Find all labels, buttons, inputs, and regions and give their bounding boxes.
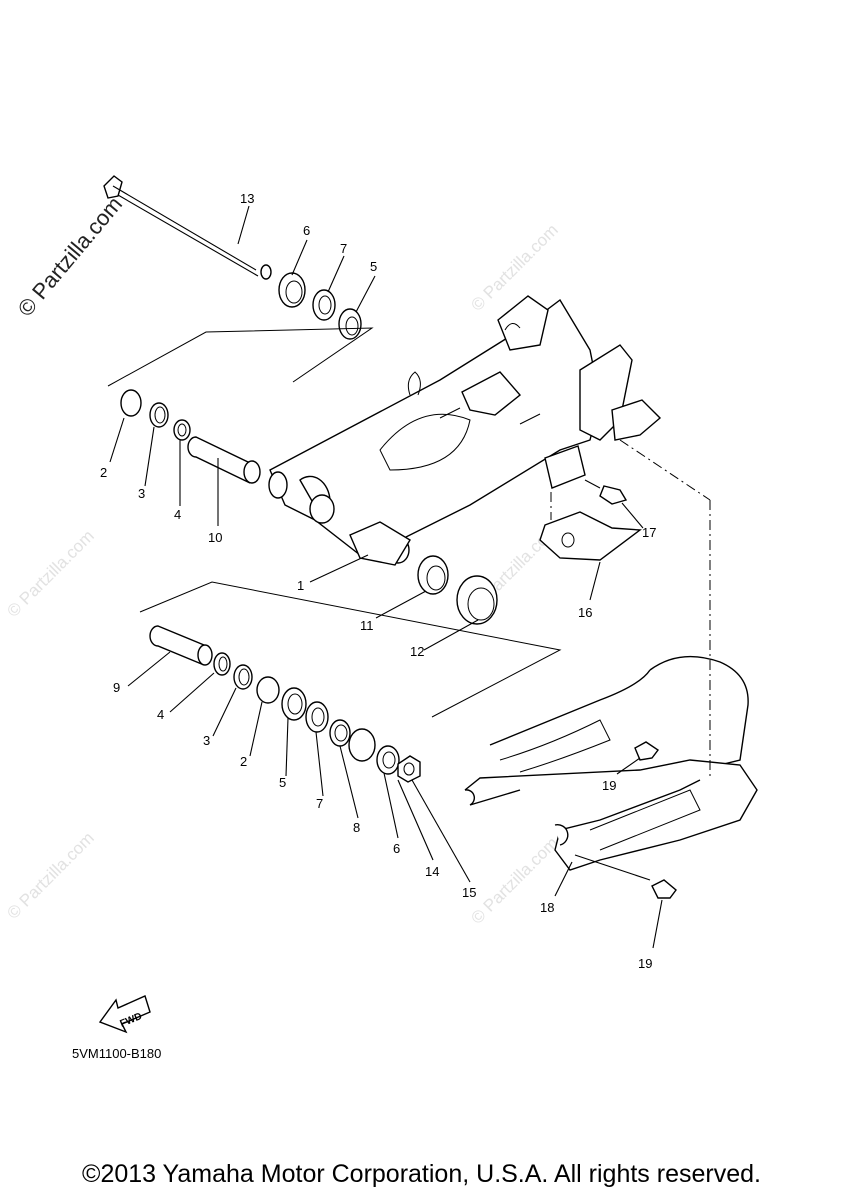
callout-5: 5 bbox=[370, 259, 377, 274]
callout-17: 17 bbox=[642, 525, 656, 540]
watermark-faint: © Partzilla.com bbox=[467, 220, 561, 314]
footrest-assembly bbox=[464, 439, 758, 899]
callout-6-lower: 6 bbox=[393, 841, 400, 856]
callout-labels: 13 6 7 5 2 3 4 10 1 11 12 16 17 9 4 3 2 … bbox=[100, 191, 656, 971]
callout-5-lower: 5 bbox=[279, 775, 286, 790]
callout-13: 13 bbox=[240, 191, 254, 206]
callout-4-lower: 4 bbox=[157, 707, 164, 722]
callout-8: 8 bbox=[353, 820, 360, 835]
lower-group-outline bbox=[139, 581, 562, 718]
pivot-shaft bbox=[103, 175, 272, 280]
callout-12: 12 bbox=[410, 644, 424, 659]
callout-3: 3 bbox=[138, 486, 145, 501]
diagram-code: 5VM1100-B180 bbox=[72, 1046, 161, 1061]
fwd-arrow: FWD bbox=[98, 995, 151, 1034]
upper-washers bbox=[278, 272, 362, 340]
watermark-faint: © Partzilla.com bbox=[3, 828, 97, 922]
swingarm bbox=[268, 295, 662, 566]
callout-19-upper: 19 bbox=[602, 778, 616, 793]
callout-2-lower: 2 bbox=[240, 754, 247, 769]
callout-16: 16 bbox=[578, 605, 592, 620]
callout-18: 18 bbox=[540, 900, 554, 915]
upper-group-outline bbox=[107, 327, 374, 387]
callout-7: 7 bbox=[340, 241, 347, 256]
chain-guide-bracket bbox=[539, 445, 642, 561]
callout-4: 4 bbox=[174, 507, 181, 522]
callout-1: 1 bbox=[297, 578, 304, 593]
callout-11: 11 bbox=[360, 618, 374, 633]
callout-6: 6 bbox=[303, 223, 310, 238]
callout-15: 15 bbox=[462, 885, 476, 900]
callout-19-lower: 19 bbox=[638, 956, 652, 971]
callout-14: 14 bbox=[425, 864, 439, 879]
watermark-main: © Partzilla.com bbox=[13, 192, 127, 322]
callout-9: 9 bbox=[113, 680, 120, 695]
leader-lines bbox=[109, 205, 663, 949]
upper-bearings bbox=[120, 389, 261, 484]
watermark-faint: © Partzilla.com bbox=[3, 526, 97, 620]
callout-7-lower: 7 bbox=[316, 796, 323, 811]
callout-2: 2 bbox=[100, 465, 107, 480]
callout-10: 10 bbox=[208, 530, 222, 545]
callout-3-lower: 3 bbox=[203, 733, 210, 748]
upper-seals bbox=[417, 555, 498, 625]
lower-bearings bbox=[149, 625, 421, 783]
copyright-notice: ©2013 Yamaha Motor Corporation, U.S.A. A… bbox=[82, 1160, 761, 1188]
